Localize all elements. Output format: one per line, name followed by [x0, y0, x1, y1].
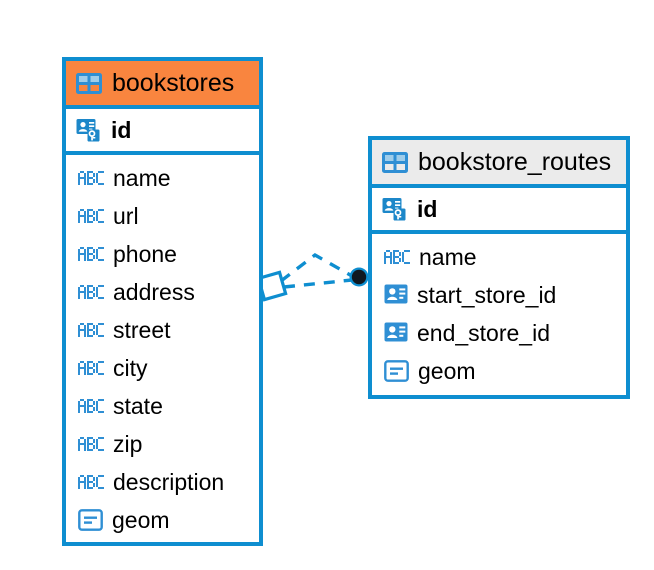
field-label: zip — [113, 430, 143, 457]
field-row-geom[interactable]: geom — [372, 352, 626, 390]
field-label: geom — [112, 506, 170, 533]
field-label: id — [111, 116, 132, 143]
text-field-icon — [78, 323, 104, 337]
text-field-icon — [78, 361, 104, 375]
text-field-icon — [78, 475, 104, 489]
entity-bookstores[interactable]: bookstores id — [62, 57, 263, 546]
geometry-field-icon — [78, 509, 103, 531]
entity-title: bookstores — [112, 68, 235, 97]
field-label: phone — [113, 240, 177, 267]
field-label: start_store_id — [417, 281, 557, 308]
field-label: street — [113, 316, 171, 343]
text-field-icon — [384, 250, 410, 264]
text-field-icon — [78, 285, 104, 299]
field-row-end-store-id[interactable]: end_store_id — [372, 314, 626, 352]
field-row-primary-key[interactable]: id — [372, 188, 626, 234]
field-label: city — [113, 354, 148, 381]
relationship-line-upper — [279, 252, 353, 283]
field-row-primary-key[interactable]: id — [66, 109, 259, 155]
entity-header-bookstores[interactable]: bookstores — [66, 61, 259, 109]
field-label: name — [113, 164, 171, 191]
text-field-icon — [78, 209, 104, 223]
field-label: name — [419, 243, 477, 270]
field-label: end_store_id — [417, 319, 550, 346]
geometry-field-icon — [384, 360, 409, 382]
text-field-icon — [78, 247, 104, 261]
entity-bookstore-routes[interactable]: bookstore_routes id — [368, 136, 630, 399]
text-field-icon — [78, 171, 104, 185]
field-label: geom — [418, 357, 476, 384]
foreign-key-icon — [384, 283, 408, 307]
text-field-icon — [78, 437, 104, 451]
filled-circle-marker-ring — [349, 267, 369, 287]
filled-circle-marker — [351, 269, 367, 285]
field-label: url — [113, 202, 139, 229]
field-row-description[interactable]: description — [66, 463, 259, 501]
field-row-street[interactable]: street — [66, 311, 259, 349]
entity-header-bookstore-routes[interactable]: bookstore_routes — [372, 140, 626, 188]
field-row-start-store-id[interactable]: start_store_id — [372, 276, 626, 314]
field-list-bookstore-routes: name start_store_id — [372, 234, 626, 394]
field-row-zip[interactable]: zip — [66, 425, 259, 463]
field-row-name[interactable]: name — [66, 159, 259, 197]
field-label: address — [113, 278, 195, 305]
field-list-bookstores: name u — [66, 155, 259, 543]
field-label: id — [417, 195, 438, 222]
table-icon — [76, 72, 102, 94]
field-row-url[interactable]: url — [66, 197, 259, 235]
field-row-phone[interactable]: phone — [66, 235, 259, 273]
field-row-geom[interactable]: geom — [66, 501, 259, 539]
field-row-city[interactable]: city — [66, 349, 259, 387]
field-row-name[interactable]: name — [372, 238, 626, 276]
entity-title: bookstore_routes — [418, 147, 612, 176]
field-row-address[interactable]: address — [66, 273, 259, 311]
field-row-state[interactable]: state — [66, 387, 259, 425]
field-label: state — [113, 392, 163, 419]
text-field-icon — [78, 399, 104, 413]
primary-key-icon — [382, 196, 408, 222]
relationship-line-lower — [283, 278, 353, 289]
primary-key-icon — [76, 117, 102, 143]
table-icon — [382, 151, 408, 173]
foreign-key-icon — [384, 321, 408, 345]
field-label: description — [113, 468, 225, 495]
